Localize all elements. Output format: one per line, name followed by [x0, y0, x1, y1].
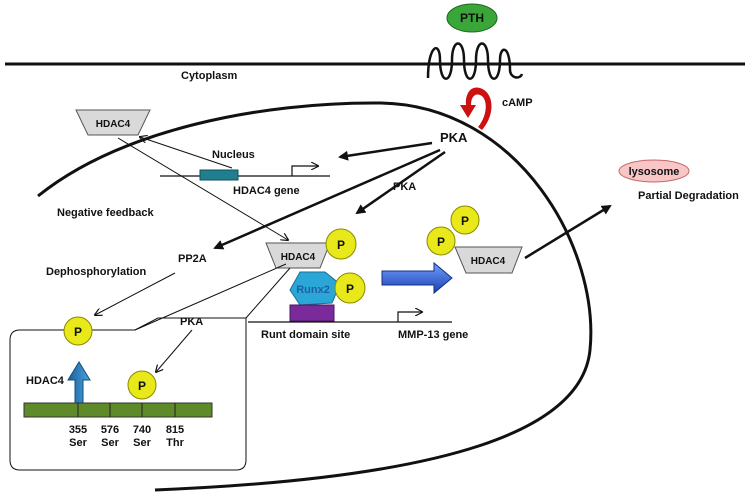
runx2-label: Runx2	[296, 284, 330, 296]
lysosome	[618, 159, 690, 183]
site-3-number: 740	[133, 424, 151, 436]
site-1-residue: Ser	[69, 437, 87, 449]
partial-degradation-label: Partial Degradation	[638, 190, 739, 202]
callout-line-2	[245, 267, 291, 319]
nucleus-label: Nucleus	[212, 149, 255, 161]
pth-label: PTH	[460, 11, 484, 25]
negative-feedback-label: Negative feedback	[57, 207, 154, 219]
callout-line-3	[158, 255, 275, 318]
camp-arrow	[460, 87, 492, 130]
runt-domain-label: Runt domain site	[261, 329, 350, 341]
complex-phospho-1-label: P	[337, 238, 345, 252]
hdac4-top-label: HDAC4	[96, 119, 131, 130]
site-740-phospho	[127, 370, 157, 400]
hdac4-gene-block	[199, 169, 239, 181]
export-blue-arrow	[381, 261, 453, 295]
exported-phospho-1	[426, 226, 456, 256]
hdac4-box-label: HDAC4	[26, 375, 65, 387]
site-2-number: 576	[101, 424, 119, 436]
nucleus-envelope	[37, 101, 593, 492]
pp2a-label: PP2A	[178, 253, 207, 265]
pka-to-740-arrow	[156, 329, 193, 372]
exported-phospho-2	[450, 205, 480, 235]
pka-top-label: PKA	[440, 130, 468, 145]
complex-phospho-2-label: P	[346, 282, 354, 296]
site-4-residue: Thr	[166, 437, 184, 449]
pka-to-pp2a-arrow	[213, 148, 441, 250]
mmp13-gene-label: MMP-13 gene	[398, 329, 468, 341]
site-355-phospho-label: P	[74, 325, 82, 339]
cytoplasm-label: Cytoplasm	[181, 70, 237, 82]
callout-line-1	[134, 263, 287, 331]
hdac4-exported-shape	[454, 246, 523, 274]
hdac4-up-arrow	[67, 361, 91, 404]
pth-receptor	[426, 42, 524, 80]
to-lysosome-arrow	[524, 204, 612, 260]
lysosome-label: lysosome	[629, 166, 680, 178]
camp-label: cAMP	[502, 97, 533, 109]
site-740-phospho-label: P	[138, 379, 146, 393]
hdac4-complex-shape	[265, 242, 331, 269]
site-3-residue: Ser	[133, 437, 151, 449]
pka-to-complex-arrow	[355, 150, 446, 215]
complex-phospho-2	[334, 272, 366, 304]
runt-domain-block	[289, 304, 335, 322]
detail-callout-box	[9, 317, 247, 471]
pka-box-label: PKA	[180, 316, 203, 328]
mmp13-promoter-arrow	[397, 312, 422, 322]
pka-to-gene-arrow	[338, 141, 433, 161]
site-1-number: 355	[69, 424, 87, 436]
site-2-residue: Ser	[101, 437, 119, 449]
hdac4-domain-bar	[23, 402, 213, 418]
hdac4-gene-label: HDAC4 gene	[233, 185, 300, 197]
negative-feedback-arrow	[140, 137, 233, 169]
pth-ligand	[446, 3, 498, 33]
hdac4-complex-label: HDAC4	[281, 252, 316, 263]
dephosphorylation-label: Dephosphorylation	[46, 266, 147, 278]
hdac4-nuclear-import-line	[117, 137, 288, 240]
exported-phospho-1-label: P	[437, 235, 445, 249]
site-355-phospho	[63, 316, 93, 346]
exported-phospho-2-label: P	[461, 214, 469, 228]
hdac4-exported-label: HDAC4	[471, 256, 506, 267]
hdac4-gene-promoter-arrow	[291, 166, 318, 176]
pka-mid-label: PKA	[393, 181, 416, 193]
complex-phospho-1	[325, 228, 357, 260]
runx2-shape	[289, 271, 341, 306]
site-4-number: 815	[166, 424, 184, 436]
pp2a-to-site-arrow	[95, 272, 176, 315]
